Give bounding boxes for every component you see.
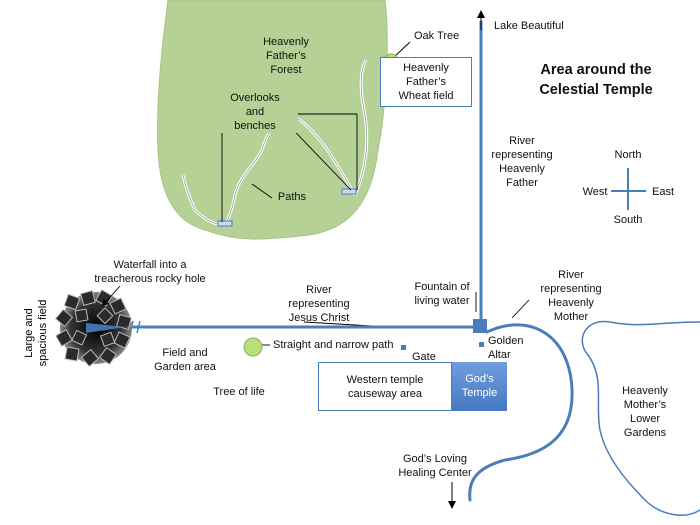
title-line: Celestial Temple [539, 82, 653, 98]
bench-left [217, 220, 233, 227]
oak-tree-label: Oak Tree [414, 30, 460, 42]
bench-right [341, 188, 357, 195]
mother-gardens-area [581, 320, 700, 516]
tree-of-life-label: Tree of life [213, 386, 265, 398]
compass-north: North [614, 149, 642, 161]
paths-label: Paths [277, 191, 307, 203]
compass [611, 168, 646, 210]
golden-altar-icon [479, 342, 484, 347]
map-title: Area around the Celestial Temple [516, 60, 676, 100]
tree-of-life-icon [243, 337, 263, 357]
compass-south: South [613, 214, 643, 226]
fountain-icon [473, 319, 487, 333]
straight-path-label: Straight and narrow path [273, 339, 394, 351]
gate-label: Gate [412, 351, 436, 363]
river-mother [468, 323, 574, 502]
gate-icon [401, 345, 406, 350]
compass-east: East [651, 186, 674, 198]
rocky-hole [54, 289, 132, 368]
title-line: Area around the [540, 62, 652, 78]
compass-west: West [582, 186, 608, 198]
lake-label: Lake Beautiful [494, 20, 564, 32]
